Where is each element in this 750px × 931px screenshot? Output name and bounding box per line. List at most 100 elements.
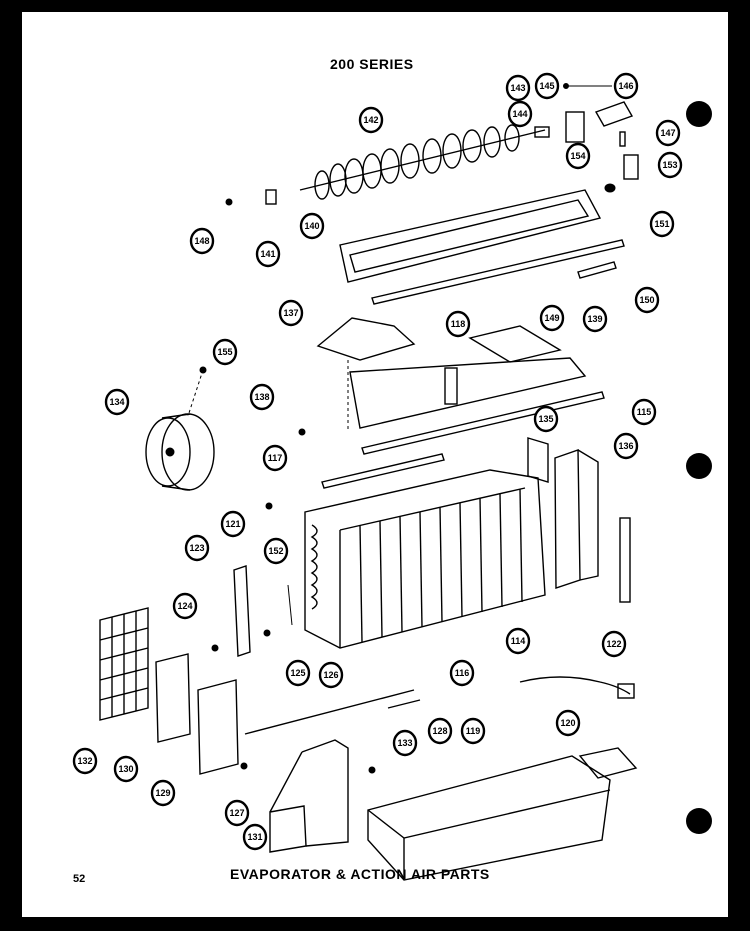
binder-hole-middle (686, 453, 712, 479)
callout-label: 115 (637, 407, 652, 417)
page-number: 52 (73, 873, 86, 885)
callout-label: 147 (660, 128, 675, 138)
callout-147: 147 (655, 119, 681, 147)
orifice-panel (316, 317, 587, 430)
side-bracket (187, 366, 306, 657)
callout-label: 148 (194, 236, 209, 246)
callout-123: 123 (184, 534, 210, 562)
callout-139: 139 (582, 305, 608, 333)
callout-label: 139 (587, 314, 602, 324)
callout-153: 153 (657, 151, 683, 179)
callout-140: 140 (299, 212, 325, 240)
callout-154: 154 (565, 142, 591, 170)
callout-label: 138 (254, 392, 269, 402)
callout-137: 137 (278, 299, 304, 327)
section-title: EVAPORATOR & ACTION AIR PARTS (230, 866, 490, 882)
control-rod (244, 689, 421, 735)
callout-129: 129 (150, 779, 176, 807)
callout-label: 151 (654, 219, 669, 229)
base-pan (367, 747, 638, 881)
callout-115: 115 (631, 398, 657, 426)
blower-wheel-assembly (265, 124, 550, 205)
callout-label: 124 (177, 601, 192, 611)
callout-141: 141 (255, 240, 281, 268)
callout-label: 155 (217, 347, 232, 357)
callout-label: 134 (109, 397, 124, 407)
callout-148: 148 (189, 227, 215, 255)
callout-label: 153 (662, 160, 677, 170)
callout-116: 116 (449, 659, 475, 687)
callout-135: 135 (533, 405, 559, 433)
callout-label: 142 (363, 115, 378, 125)
callout-label: 121 (225, 519, 240, 529)
callout-136: 136 (613, 432, 639, 460)
callout-142: 142 (358, 106, 384, 134)
callout-125: 125 (285, 659, 311, 687)
callout-120: 120 (555, 709, 581, 737)
callout-label: 123 (189, 543, 204, 553)
callout-label: 150 (639, 295, 654, 305)
callout-label: 125 (290, 668, 305, 678)
access-panel (197, 679, 248, 775)
binder-hole-bottom (686, 808, 712, 834)
callout-134: 134 (104, 388, 130, 416)
callout-label: 135 (538, 414, 553, 424)
blower-wheel (145, 413, 215, 491)
callout-145: 145 (534, 72, 560, 100)
callout-149: 149 (539, 304, 565, 332)
callout-114: 114 (505, 627, 531, 655)
callout-152: 152 (263, 537, 289, 565)
callout-132: 132 (72, 747, 98, 775)
callout-label: 140 (304, 221, 319, 231)
blower-housing-frame (339, 189, 602, 283)
callout-label: 120 (560, 718, 575, 728)
callout-151: 151 (649, 210, 675, 238)
callout-label: 118 (451, 319, 466, 329)
callout-label: 122 (606, 639, 621, 649)
callout-label: 114 (511, 636, 526, 646)
diagram-sheet (22, 12, 728, 917)
binder-hole-top (686, 101, 712, 127)
callout-126: 126 (318, 661, 344, 689)
callout-146: 146 (613, 72, 639, 100)
callout-118: 118 (445, 310, 471, 338)
callout-label: 119 (466, 726, 481, 736)
callout-122: 122 (601, 630, 627, 658)
drain-shroud (269, 739, 376, 853)
mounting-rails (321, 391, 605, 489)
seal-strips (371, 239, 625, 305)
callout-127: 127 (224, 799, 250, 827)
callout-label: 152 (268, 546, 283, 556)
callout-155: 155 (212, 338, 238, 366)
callout-label: 146 (618, 81, 633, 91)
callout-label: 154 (570, 151, 585, 161)
callout-117: 117 (262, 444, 288, 472)
callout-label: 144 (512, 109, 527, 119)
power-cord (519, 676, 635, 699)
callout-119: 119 (460, 717, 486, 745)
callout-label: 130 (118, 764, 133, 774)
callout-label: 132 (77, 756, 92, 766)
callout-133: 133 (392, 729, 418, 757)
callout-label: 117 (268, 453, 283, 463)
callout-label: 133 (397, 738, 412, 748)
callout-label: 116 (455, 668, 470, 678)
callout-label: 143 (510, 83, 525, 93)
evaporator-coil (304, 469, 546, 649)
callout-131: 131 (242, 823, 268, 851)
air-filter (99, 607, 191, 743)
callout-label: 128 (432, 726, 447, 736)
callout-label: 137 (283, 308, 298, 318)
callout-143: 143 (505, 74, 531, 102)
callout-121: 121 (220, 510, 246, 538)
callout-label: 145 (539, 81, 554, 91)
callout-label: 141 (260, 249, 275, 259)
callout-150: 150 (634, 286, 660, 314)
callout-128: 128 (427, 717, 453, 745)
callout-138: 138 (249, 383, 275, 411)
callout-124: 124 (172, 592, 198, 620)
callout-144: 144 (507, 100, 533, 128)
